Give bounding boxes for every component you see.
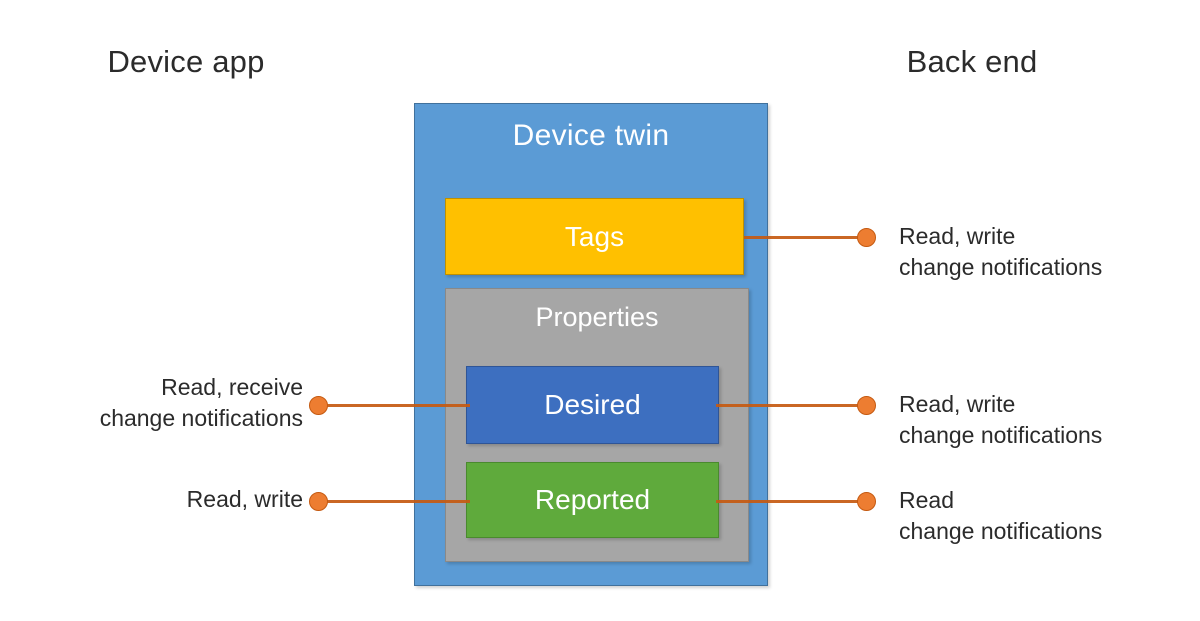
connector-line-left-desired xyxy=(320,404,470,407)
caption-right-reported: Read change notifications xyxy=(899,485,1102,547)
reported-properties-box: Reported xyxy=(466,462,719,538)
caption-line: change notifications xyxy=(899,518,1103,544)
desired-properties-box: Desired xyxy=(466,366,719,444)
connector-dot-right-tags xyxy=(857,228,876,247)
connector-line-right-desired xyxy=(716,404,867,407)
connector-line-right-tags xyxy=(744,236,867,239)
column-heading-device-app: Device app xyxy=(107,44,265,79)
column-heading-back-end: Back end xyxy=(906,44,1038,79)
reported-label: Reported xyxy=(534,484,651,515)
connector-dot-left-desired xyxy=(309,396,328,415)
connector-dot-right-desired xyxy=(857,396,876,415)
tags-box: Tags xyxy=(445,198,744,275)
caption-left-desired: Read, receive change notifications xyxy=(100,372,303,434)
caption-line: change notifications xyxy=(99,405,303,431)
caption-right-desired: Read, write change notifications xyxy=(899,389,1102,451)
connector-dot-right-reported xyxy=(857,492,876,511)
connector-line-right-reported xyxy=(716,500,867,503)
caption-line: Read xyxy=(899,487,954,513)
connector-line-left-reported xyxy=(320,500,470,503)
caption-right-tags: Read, write change notifications xyxy=(899,221,1102,283)
caption-line: Read, write xyxy=(899,391,1016,417)
caption-line: Read, write xyxy=(186,486,303,512)
caption-left-reported: Read, write xyxy=(187,484,303,515)
caption-line: change notifications xyxy=(899,422,1103,448)
desired-label: Desired xyxy=(544,389,641,420)
caption-line: Read, write xyxy=(899,223,1016,249)
tags-label: Tags xyxy=(564,220,625,252)
caption-line: change notifications xyxy=(899,254,1103,280)
properties-label: Properties xyxy=(535,302,659,332)
connector-dot-left-reported xyxy=(309,492,328,511)
caption-line: Read, receive xyxy=(161,374,303,400)
device-twin-title: Device twin xyxy=(512,119,670,152)
